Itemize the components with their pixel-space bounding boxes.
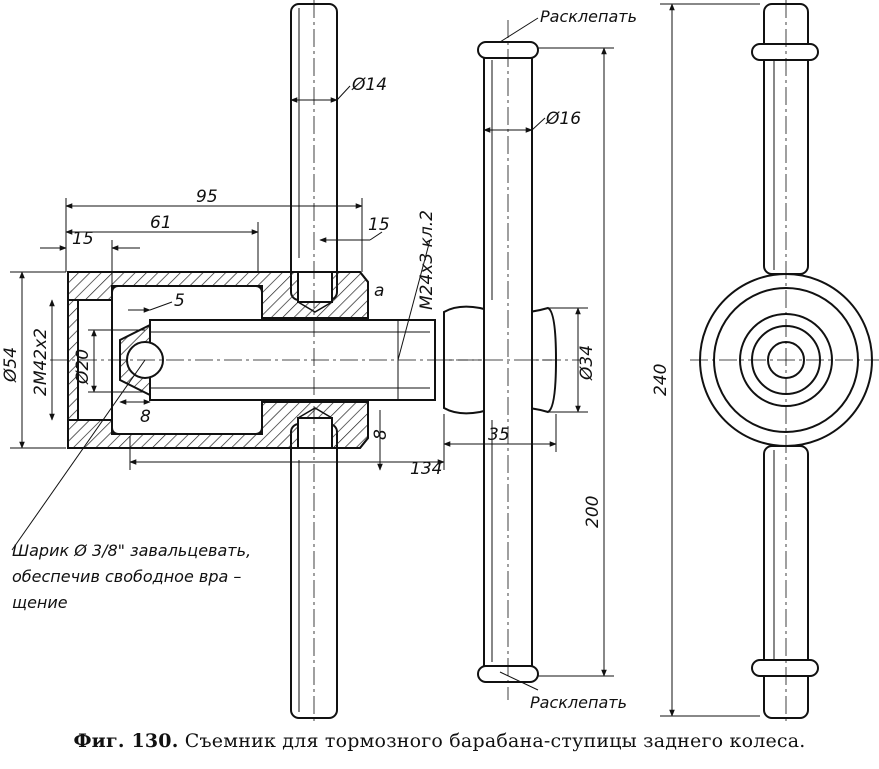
dim-offset-8-lower: 8 [371,429,391,440]
figure-title: Съемник для тормозного барабана-ступицы … [184,730,806,752]
dim-knob-diameter: Ø34 [577,345,597,381]
dim-overall-95: 95 [196,187,218,207]
note-rivet-bottom: Расклепать [530,693,627,712]
note-ball-line2: обеспечив свободное вра – [12,567,241,586]
dim-offset-5: 5 [174,291,185,311]
dim-ball-seat-diameter: Ø20 [73,349,93,385]
dim-bore-thread: 2M42x2 [31,328,51,396]
dim-bar-length: 200 [583,496,603,528]
puller-section [67,3,558,719]
dim-body-diameter: Ø54 [1,347,21,383]
dim-offset-8-ball: 8 [140,407,151,427]
dim-overall-height: 240 [651,364,671,396]
dim-offset-15-right: 15 [368,215,390,235]
note-rivet-top: Расклепать [540,7,637,26]
dim-inner-61: 61 [150,213,172,233]
dim-length-134: 134 [410,459,442,479]
dim-handle-diameter: Ø14 [351,75,387,95]
mark-a: a [374,281,384,301]
note-ball-line1: Шарик Ø 3/8" завальцевать, [12,541,251,560]
technical-drawing: Ø14 Ø16 95 61 15 15 5 8 8 134 35 Ø54 2M4… [1,0,879,722]
dim-bar-diameter: Ø16 [545,109,581,129]
dim-offset-15-left: 15 [72,229,94,249]
figure-caption: Фиг. 130. Съемник для тормозного барабан… [0,730,879,752]
dim-screw-thread: M24x3 кл.2 [417,210,437,310]
note-ball-line3: щение [12,593,68,612]
dim-length-35: 35 [488,425,510,445]
figure-label: Фиг. 130. [73,730,179,752]
